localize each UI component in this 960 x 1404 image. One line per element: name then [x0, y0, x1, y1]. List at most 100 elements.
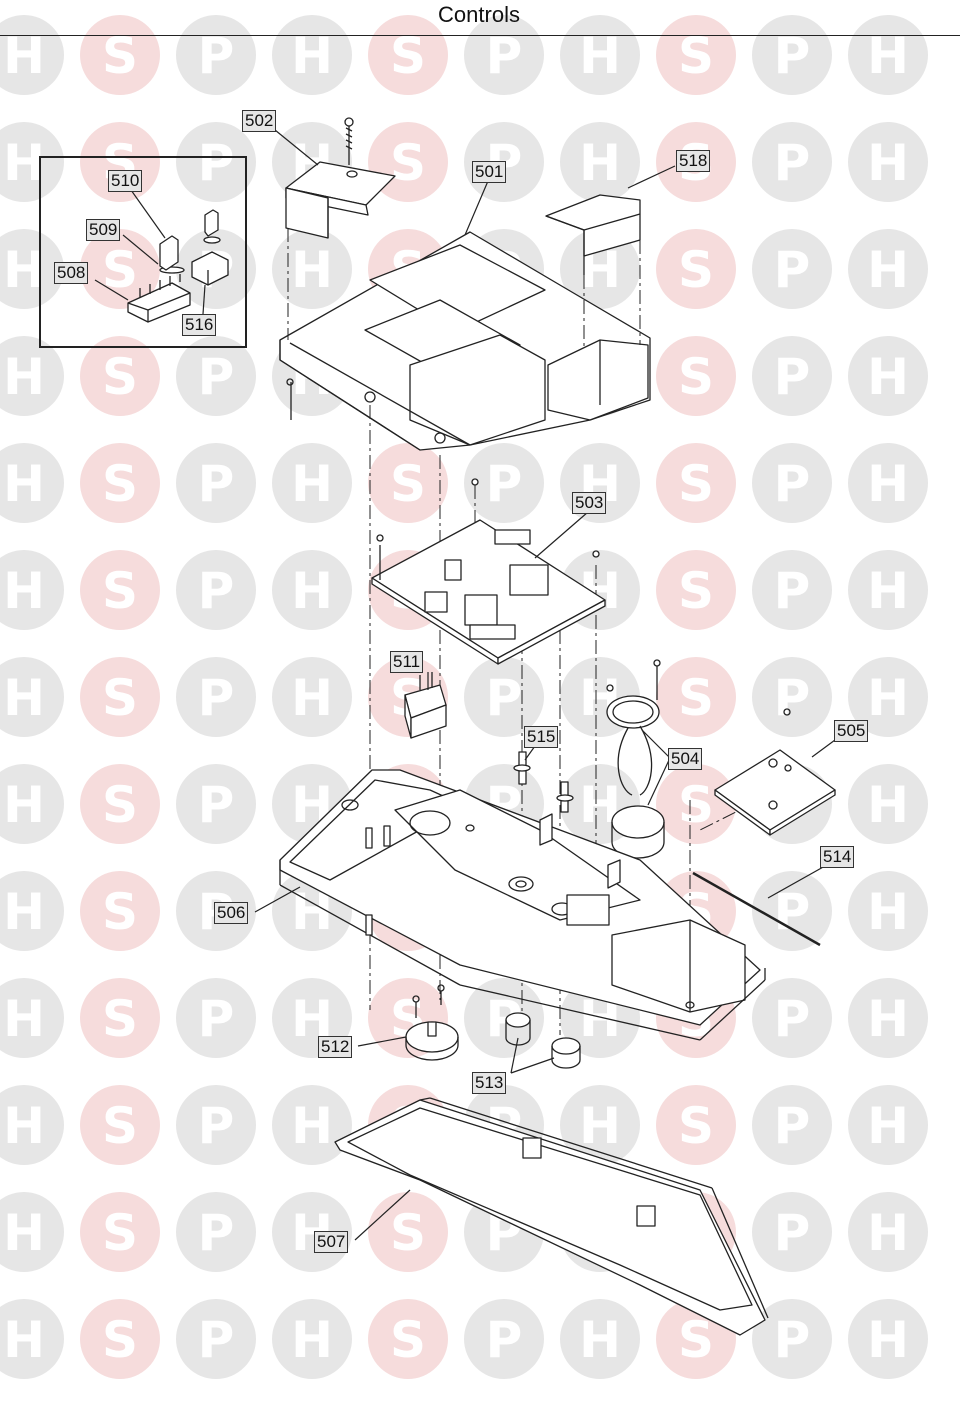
watermark-letter: P: [774, 669, 811, 727]
callout-505: 505: [834, 720, 869, 742]
watermark-circle: [752, 1299, 832, 1379]
watermark-letter: S: [102, 1204, 138, 1262]
watermark-letter: H: [291, 27, 333, 85]
callout-501: 501: [472, 161, 507, 183]
watermark-letter: P: [198, 134, 235, 192]
watermark-circle: [464, 657, 544, 737]
watermark-letter: P: [486, 455, 523, 513]
inset-detail-box: [39, 156, 247, 348]
callout-512: 512: [318, 1036, 353, 1058]
watermark-circle: [0, 1299, 64, 1379]
watermark-letter: P: [774, 241, 811, 299]
watermark-circle: [752, 1192, 832, 1272]
watermark-letter: S: [102, 669, 138, 727]
watermark-letter: P: [774, 455, 811, 513]
watermark-circle: [176, 550, 256, 630]
watermark-letter: H: [579, 1311, 621, 1369]
watermark-letter: H: [3, 241, 45, 299]
watermark-circle: [0, 1192, 64, 1272]
callout-leaders: [94, 129, 836, 1241]
watermark-letter: H: [867, 134, 909, 192]
watermark-circle: [560, 229, 640, 309]
watermark-letter: P: [198, 669, 235, 727]
watermark-letter: P: [486, 1311, 523, 1369]
watermark-letter: S: [678, 562, 714, 620]
watermark-letter: H: [3, 883, 45, 941]
watermark-circle: [80, 443, 160, 523]
watermark-letter: S: [102, 562, 138, 620]
callout-503: 503: [572, 492, 607, 514]
callout-518: 518: [676, 150, 711, 172]
watermark-circle: [848, 229, 928, 309]
watermark-letter: P: [774, 1097, 811, 1155]
part-504-sensor: [606, 659, 665, 859]
callout-509: 509: [86, 219, 121, 241]
watermark-circle: [272, 657, 352, 737]
watermark-letter: S: [102, 1311, 138, 1369]
callout-504: 504: [668, 748, 703, 770]
watermark-letter: S: [102, 1097, 138, 1155]
watermark-letter: H: [291, 241, 333, 299]
watermark-letter: P: [774, 1311, 811, 1369]
part-514-rod: [692, 871, 821, 947]
watermark-circle: [0, 550, 64, 630]
callout-508: 508: [54, 262, 89, 284]
watermark-letter: H: [3, 990, 45, 1048]
watermark-letter: P: [774, 27, 811, 85]
watermark-circle: [0, 336, 64, 416]
watermark-letter: H: [3, 562, 45, 620]
watermark-circle: [848, 550, 928, 630]
watermark-circle: [560, 1085, 640, 1165]
watermark-letter: P: [198, 1204, 235, 1262]
watermark-letter: P: [198, 1097, 235, 1155]
part-505-plate: [714, 708, 836, 836]
callout-506: 506: [214, 902, 249, 924]
watermark-circle: [368, 1192, 448, 1272]
watermark-circle: [0, 657, 64, 737]
watermark-letter: S: [678, 1311, 714, 1369]
inset-components: [127, 209, 229, 323]
watermark-circle: [848, 1299, 928, 1379]
watermark-letter: S: [678, 669, 714, 727]
part-507-front-panel: [334, 1097, 769, 1336]
watermark-circle: [656, 764, 736, 844]
watermark-circle: [752, 1085, 832, 1165]
watermark-circle: [848, 764, 928, 844]
watermark-circle: [272, 443, 352, 523]
watermark-letter: P: [198, 1311, 235, 1369]
watermark-circle: [656, 336, 736, 416]
watermark-circle: [848, 1192, 928, 1272]
watermark-circle: [80, 1085, 160, 1165]
watermark-letter: P: [774, 134, 811, 192]
watermark-letter: S: [102, 776, 138, 834]
watermark-letter: S: [102, 883, 138, 941]
part-515-pegs: [513, 751, 574, 813]
watermark-letter: P: [198, 562, 235, 620]
watermark-letter: S: [390, 1204, 426, 1262]
watermark-letter: S: [390, 1311, 426, 1369]
watermark-circle: [0, 1085, 64, 1165]
watermark-letter: H: [291, 562, 333, 620]
watermark-circle: [560, 1299, 640, 1379]
watermark-letter: H: [291, 669, 333, 727]
watermark-circle: [80, 978, 160, 1058]
watermark-letter: H: [579, 27, 621, 85]
watermark-circle: [848, 871, 928, 951]
watermark-letter: H: [867, 1311, 909, 1369]
part-501-upper-case: [279, 231, 651, 451]
watermark-circle: [848, 978, 928, 1058]
watermark-letter: S: [102, 27, 138, 85]
watermark-letter: H: [291, 455, 333, 513]
watermark-circle: [176, 122, 256, 202]
watermark-letter: H: [3, 1311, 45, 1369]
watermark-circle: [368, 443, 448, 523]
watermark-circle: [176, 336, 256, 416]
part-502-cover-bracket: [285, 117, 396, 239]
watermark-letter: P: [198, 455, 235, 513]
watermark-letter: H: [867, 1097, 909, 1155]
part-513-bushes: [505, 1012, 581, 1069]
part-512-knob: [405, 984, 459, 1061]
callout-510: 510: [108, 170, 143, 192]
watermark-circle: [80, 657, 160, 737]
